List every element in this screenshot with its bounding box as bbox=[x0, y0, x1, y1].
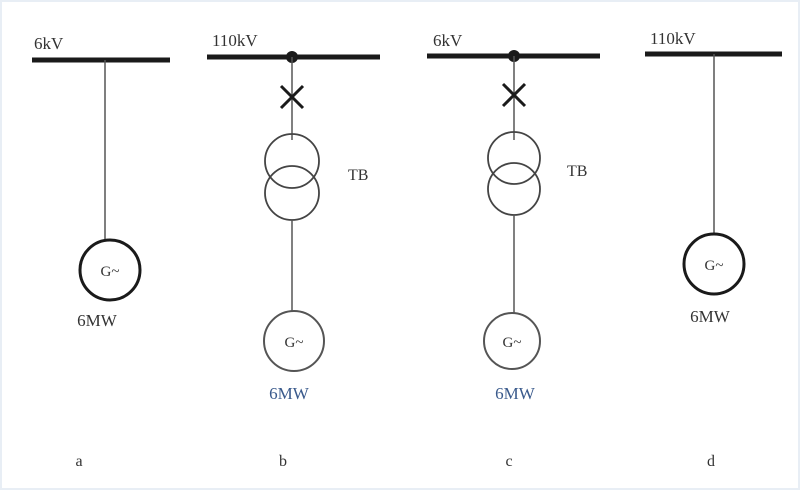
panel-c-transformer-label: TB bbox=[567, 163, 587, 180]
panel-c-bus-voltage: 6kV bbox=[433, 31, 463, 50]
panel-b-generator-icon bbox=[263, 310, 325, 372]
panel-b-generator-label: G~ bbox=[285, 335, 304, 351]
panel-c-transformer-icon bbox=[487, 131, 541, 216]
panel-c-breaker-icon bbox=[501, 82, 527, 108]
panel-b: 110kV TB G~ 6MW b bbox=[207, 31, 380, 470]
panel-a-rating: 6MW bbox=[77, 311, 118, 330]
panel-a: 6kV G~ 6MW a bbox=[32, 34, 170, 470]
panel-a-caption: a bbox=[75, 453, 82, 470]
panel-d-rating: 6MW bbox=[690, 307, 731, 326]
panel-a-generator-icon bbox=[78, 238, 142, 302]
panel-b-bus-voltage: 110kV bbox=[212, 31, 258, 50]
panel-d-generator-label: G~ bbox=[705, 258, 724, 274]
panel-b-caption: b bbox=[279, 453, 287, 470]
panel-a-bus-voltage: 6kV bbox=[34, 34, 64, 53]
panel-c-generator-icon bbox=[483, 312, 541, 370]
panel-b-transformer-icon bbox=[264, 133, 320, 221]
panel-d-bus-voltage: 110kV bbox=[650, 29, 696, 48]
panel-c-caption: c bbox=[505, 453, 512, 470]
panel-d-caption: d bbox=[707, 453, 715, 470]
panel-b-transformer-label: TB bbox=[348, 167, 368, 184]
panel-c-rating: 6MW bbox=[495, 384, 536, 403]
panel-a-generator-label: G~ bbox=[101, 264, 120, 280]
panel-b-breaker-icon bbox=[279, 84, 305, 110]
panel-d-generator-icon bbox=[682, 232, 746, 296]
panel-c: 6kV TB G~ 6MW c bbox=[427, 31, 600, 470]
panel-d: 110kV G~ 6MW d bbox=[645, 29, 782, 470]
panel-c-generator-label: G~ bbox=[503, 335, 522, 351]
panel-b-rating: 6MW bbox=[269, 384, 310, 403]
